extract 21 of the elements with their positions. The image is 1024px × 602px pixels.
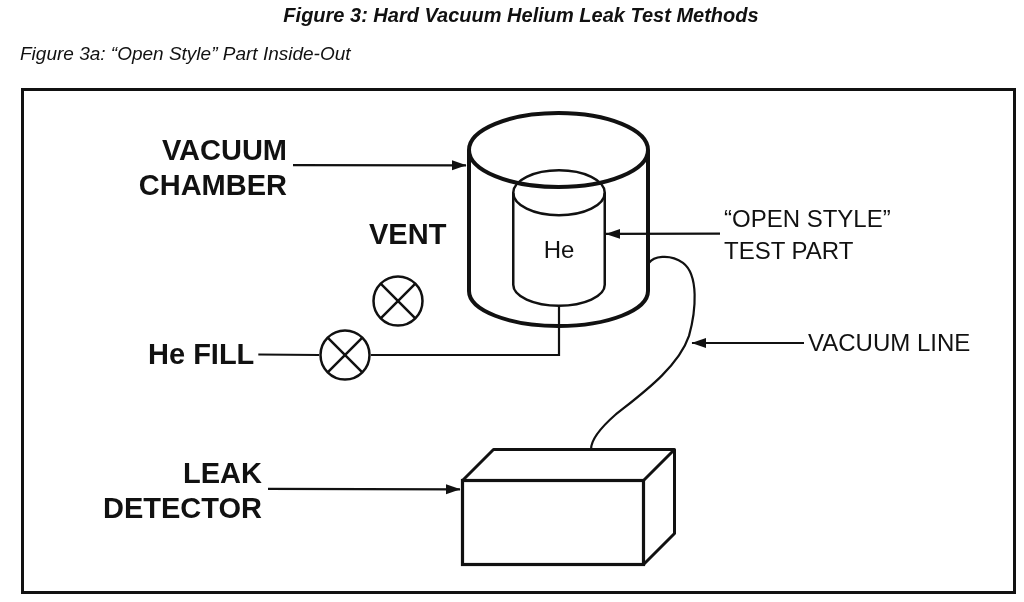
chamber-cylinder — [467, 111, 650, 328]
valve-symbol — [372, 275, 424, 327]
arrow — [293, 160, 467, 171]
figure-title: Figure 3: Hard Vacuum Helium Leak Test Methods — [283, 4, 759, 27]
valve-label: VENT — [369, 218, 447, 251]
callout-label: VACUUM CHAMBER — [117, 133, 287, 203]
detector-box — [461, 448, 676, 566]
hose-line — [590, 255, 696, 450]
callout-label: LEAK DETECTOR — [92, 456, 262, 526]
callout-label: He FILL — [148, 337, 255, 372]
callout-label: VACUUM LINE — [808, 329, 971, 357]
gas-label: He — [543, 235, 575, 265]
test-part-cylinder — [512, 169, 606, 307]
arrow — [268, 484, 461, 495]
arrow — [605, 228, 720, 239]
pipe-line — [371, 306, 561, 357]
arrow — [691, 338, 804, 348]
callout-label: “OPEN STYLE” TEST PART — [724, 203, 909, 267]
valve-symbol — [319, 329, 371, 381]
figure-subtitle: Figure 3a: “Open Style” Part Inside-Out — [20, 43, 351, 65]
pipe-line — [258, 353, 319, 357]
